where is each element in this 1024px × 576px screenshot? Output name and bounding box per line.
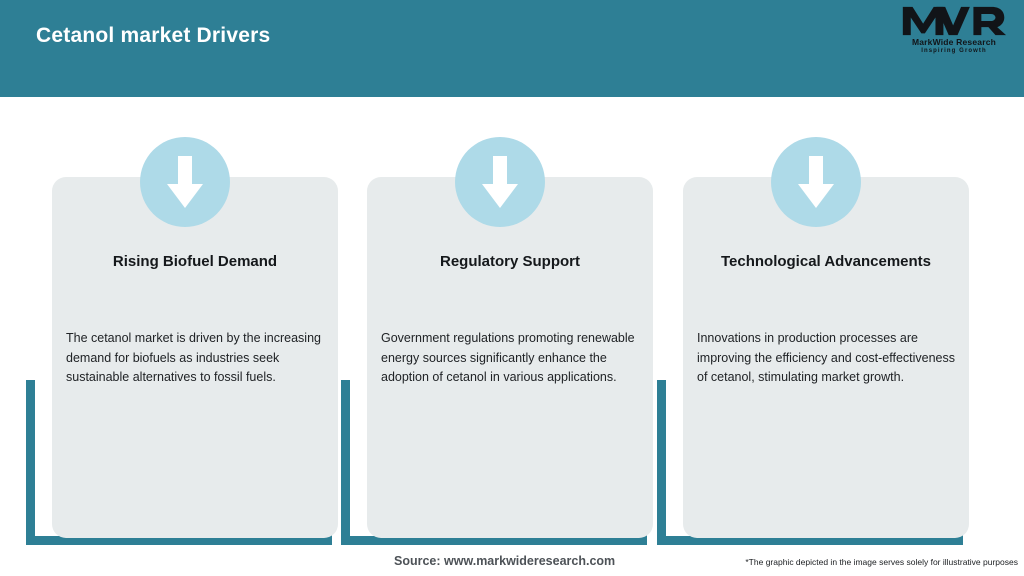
card-panel: Technological Advancements Innovations i… [683,177,969,538]
arrow-down-icon [482,156,518,208]
card-panel: Regulatory Support Government regulation… [367,177,653,538]
card-body-text: Innovations in production processes are … [697,331,956,384]
arrow-down-icon [798,156,834,208]
card-title: Technological Advancements [720,253,932,270]
page-title: Cetanol market Drivers [36,24,271,47]
header-bar: Cetanol market Drivers MarkWide Research… [0,0,1024,97]
frame-left-bar [341,380,350,545]
card-title: Regulatory Support [439,253,580,270]
card-icon-badge [140,137,230,227]
driver-card-1[interactable]: Rising Biofuel Demand The cetanol market… [22,97,338,546]
mwr-logo-icon [902,6,1007,36]
logo-company-name: MarkWide Research [911,37,997,47]
frame-left-bar [26,380,35,545]
driver-card-2[interactable]: Regulatory Support Government regulation… [337,97,653,546]
driver-card-3[interactable]: Technological Advancements Innovations i… [653,97,969,546]
card-title: Rising Biofuel Demand [112,253,278,270]
source-label: Source: www.markwideresearch.com [394,554,616,568]
disclaimer-label: *The graphic depicted in the image serve… [745,557,1018,567]
card-panel: Rising Biofuel Demand The cetanol market… [52,177,338,538]
card-body-text: Government regulations promoting renewab… [381,331,635,384]
frame-bottom-bar [657,536,963,545]
driver-cards-container: Rising Biofuel Demand The cetanol market… [0,97,1024,546]
card-body-text: The cetanol market is driven by the incr… [66,331,321,384]
card-icon-badge [455,137,545,227]
frame-bottom-bar [26,536,332,545]
brand-logo: MarkWide Research Inspiring Growth [900,6,1008,62]
logo-tagline: Inspiring Growth [921,48,987,54]
card-icon-badge [771,137,861,227]
arrow-down-icon [167,156,203,208]
frame-bottom-bar [341,536,647,545]
frame-left-bar [657,380,666,545]
